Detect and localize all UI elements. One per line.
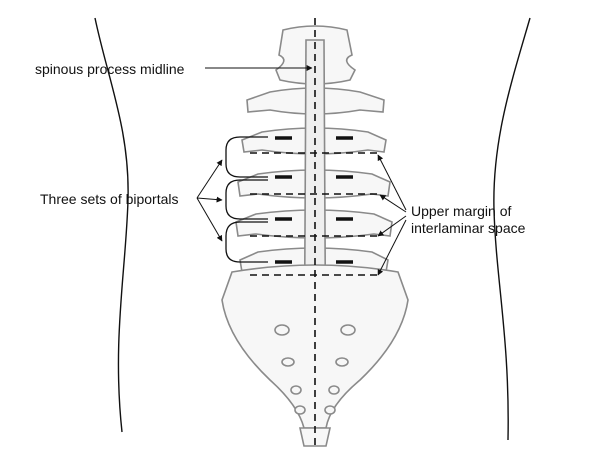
sacral-foramen [328,385,340,395]
sacral-foramen [335,357,349,367]
biportals-label: Three sets of biportals [40,191,179,207]
interlaminar-margin-label-line2: interlaminar space [411,220,526,236]
biportal-arrow-2 [196,196,223,203]
body-contour-right [493,17,531,441]
biportal-arrows [196,159,223,242]
sacral-foramen [294,405,306,415]
margin-arrow-4 [377,219,407,276]
biportal-arrow-1 [196,159,223,199]
spine [221,25,409,447]
body-contour-left [94,17,129,433]
sacral-foramen [340,324,356,336]
margin-arrows [377,154,407,276]
coccyx [299,427,331,447]
brace-1 [225,136,268,178]
margin-arrow-3 [377,215,407,237]
margin-arrow-2 [379,194,407,213]
interlaminar-margin-label: Upper margin of interlaminar space [411,203,581,237]
sacral-foramen [274,324,290,336]
midline-label: spinous process midline [35,61,185,77]
interlaminar-margin-label-line1: Upper margin of [411,203,512,219]
biportal-arrow-3 [196,197,223,242]
sacral-foramen [324,405,336,415]
sacral-foramen [281,357,295,367]
sacral-foramen [290,385,302,395]
brace-2 [225,179,268,220]
margin-arrow-1 [377,154,407,211]
brace-3 [225,221,268,263]
portal-marks [275,136,353,264]
interlaminar-lines [250,152,377,276]
biportal-braces [225,136,268,263]
